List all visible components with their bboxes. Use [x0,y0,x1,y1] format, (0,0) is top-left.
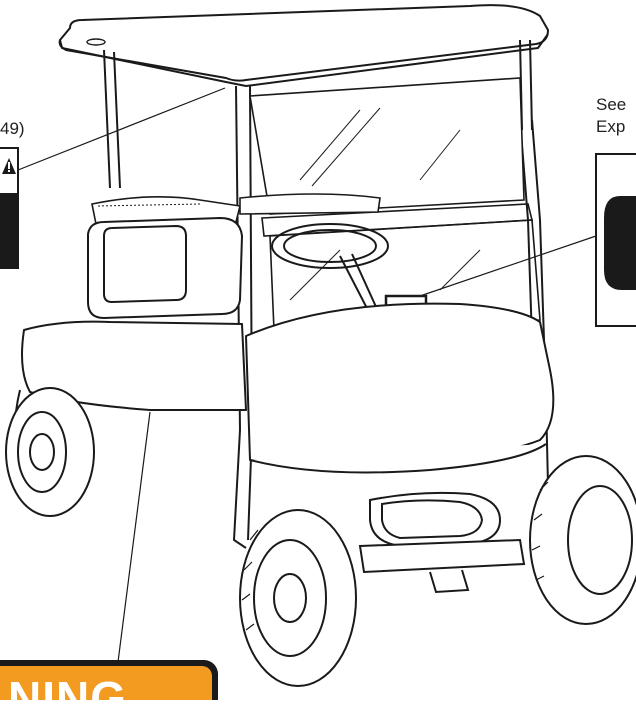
right-decal [595,153,636,327]
callout-see-line: See [596,95,627,114]
leader-line-right [419,235,597,297]
callout-ref-top-left: 49) [0,119,25,138]
callout-exp-line: Exp [596,117,626,136]
front-right-wheel [529,455,636,625]
bag-rack [91,193,381,225]
golf-cart-illustration [0,4,636,700]
leader-line-bottom [117,411,151,663]
leader-line-left [17,87,226,171]
seat-back [87,216,244,320]
front-bumper [358,491,526,594]
left-warning-decal [0,147,19,269]
cart-body [14,302,555,474]
cart-roof [58,4,549,87]
front-left-wheel [239,509,357,687]
warning-banner [0,660,218,700]
warning-triangle-icon [2,158,16,174]
warning-banner-text: NING [8,672,127,724]
windshield [249,77,541,331]
rear-left-wheel [5,387,95,517]
